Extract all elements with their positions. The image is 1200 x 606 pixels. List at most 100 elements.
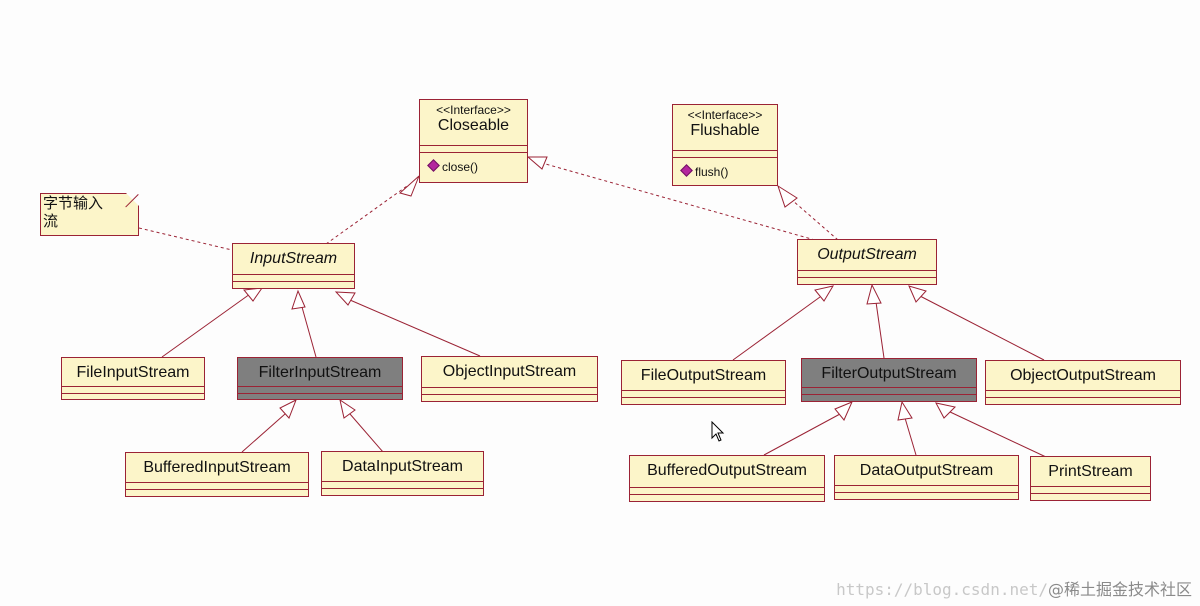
note-byte-input-stream: 字节输入 流 [40,193,139,236]
class-bufferedoutputstream[interactable]: BufferedOutputStream [629,455,825,502]
generalization-fileoutput-outputstream [732,296,821,361]
arrowhead-inputstream-3 [334,291,356,306]
arrowhead-filteroutput-2 [897,400,913,421]
operation-divider [986,397,1180,398]
arrowhead-filteroutput-1 [834,401,853,421]
operation-divider [126,489,308,490]
note-anchor-line [138,227,233,251]
class-name: BufferedInputStream [143,459,291,476]
arrowhead-outputstream-1 [814,285,835,302]
operation-divider [1031,493,1150,494]
operation-divider [622,397,785,398]
public-method-icon [680,164,693,177]
generalization-dataoutput-filteroutput [904,417,917,456]
operation-divider [673,157,777,158]
realization-inputstream-closeable [325,185,408,245]
attribute-divider [835,485,1018,486]
arrowhead-closeable-right [526,156,548,170]
arrowhead-filterinput-1 [279,398,297,419]
class-name: ObjectOutputStream [1010,367,1156,384]
arrowhead-outputstream-2 [866,283,882,305]
operation-divider [62,393,204,394]
operation-divider [835,492,1018,493]
realization-outputstream-closeable [541,162,816,241]
class-name: PrintStream [1048,463,1133,480]
operation-label: close() [442,160,479,174]
class-flushable[interactable]: <<Interface>> Flushable flush() [672,104,778,186]
class-name: DataInputStream [342,458,463,475]
attribute-divider [630,487,824,488]
class-name: BufferedOutputStream [647,462,807,479]
class-name: OutputStream [817,246,917,263]
attribute-divider [322,481,483,482]
arrowhead-filteroutput-3 [935,402,957,419]
class-name: FileOutputStream [640,367,767,384]
class-objectoutputstream[interactable]: ObjectOutputStream [985,360,1181,405]
class-filteroutputstream[interactable]: FilterOutputStream [801,358,977,402]
generalization-objectinput-inputstream [349,299,481,357]
operation-divider [630,494,824,495]
class-name: FilterInputStream [258,364,382,381]
operation-close: close() [427,159,479,174]
class-closeable[interactable]: <<Interface>> Closeable close() [419,99,528,183]
class-name: Flushable [690,122,760,139]
class-name: FileInputStream [76,364,190,381]
arrowhead-closeable-left [398,175,420,197]
operation-divider [238,393,402,394]
watermark-handle: @稀土掘金技术社区 [1047,580,1192,599]
operation-divider [802,394,976,395]
realization-outputstream-flushable [791,199,839,241]
attribute-divider [62,386,204,387]
generalization-datainput-filterinput [349,413,384,453]
attribute-divider [238,386,402,387]
attribute-divider [422,387,597,388]
note-line-2: 流 [43,213,59,230]
class-name: FilterOutputStream [821,365,957,382]
generalization-fileinput-inputstream [161,293,251,358]
generalization-bufferedoutput-filteroutput [763,413,841,456]
generalization-printstream-filteroutput [947,410,1047,458]
attribute-divider [986,390,1180,391]
public-method-icon [427,159,440,172]
class-filterinputstream[interactable]: FilterInputStream [237,357,403,400]
generalization-filterinput-inputstream [301,306,317,358]
arrowhead-inputstream-1 [243,287,264,302]
attribute-divider [673,150,777,151]
generalization-bufferedinput-filterinput [241,413,286,453]
class-dataoutputstream[interactable]: DataOutputStream [834,455,1019,500]
class-name: ObjectInputStream [442,363,577,380]
operation-divider [798,277,936,278]
operation-divider [420,152,527,153]
operation-flush: flush() [680,164,729,179]
arrowhead-filterinput-2 [339,398,356,419]
attribute-divider [1031,486,1150,487]
class-name: DataOutputStream [859,462,994,479]
arrowhead-inputstream-2 [291,289,306,310]
class-inputstream[interactable]: InputStream [232,243,355,289]
arrowhead-flushable [777,184,798,208]
class-datainputstream[interactable]: DataInputStream [321,451,484,496]
class-fileoutputstream[interactable]: FileOutputStream [621,360,786,405]
attribute-divider [233,274,354,275]
class-objectinputstream[interactable]: ObjectInputStream [421,356,598,402]
arrowhead-outputstream-3 [908,285,927,303]
attribute-divider [622,390,785,391]
class-printstream[interactable]: PrintStream [1030,456,1151,501]
class-name: Closeable [437,117,510,134]
class-outputstream[interactable]: OutputStream [797,239,937,285]
operation-label: flush() [695,165,729,179]
operation-divider [422,394,597,395]
class-name: InputStream [249,250,338,267]
class-bufferedinputstream[interactable]: BufferedInputStream [125,452,309,497]
mouse-pointer-icon [711,421,725,442]
stereotype-label: <<Interface>> [687,108,763,122]
class-fileinputstream[interactable]: FileInputStream [61,357,205,400]
attribute-divider [126,482,308,483]
operation-divider [233,281,354,282]
generalization-objectoutput-outputstream [919,295,1045,361]
attribute-divider [802,387,976,388]
stereotype-label: <<Interface>> [436,103,511,117]
watermark-url: https://blog.csdn.net/ [836,580,1048,599]
